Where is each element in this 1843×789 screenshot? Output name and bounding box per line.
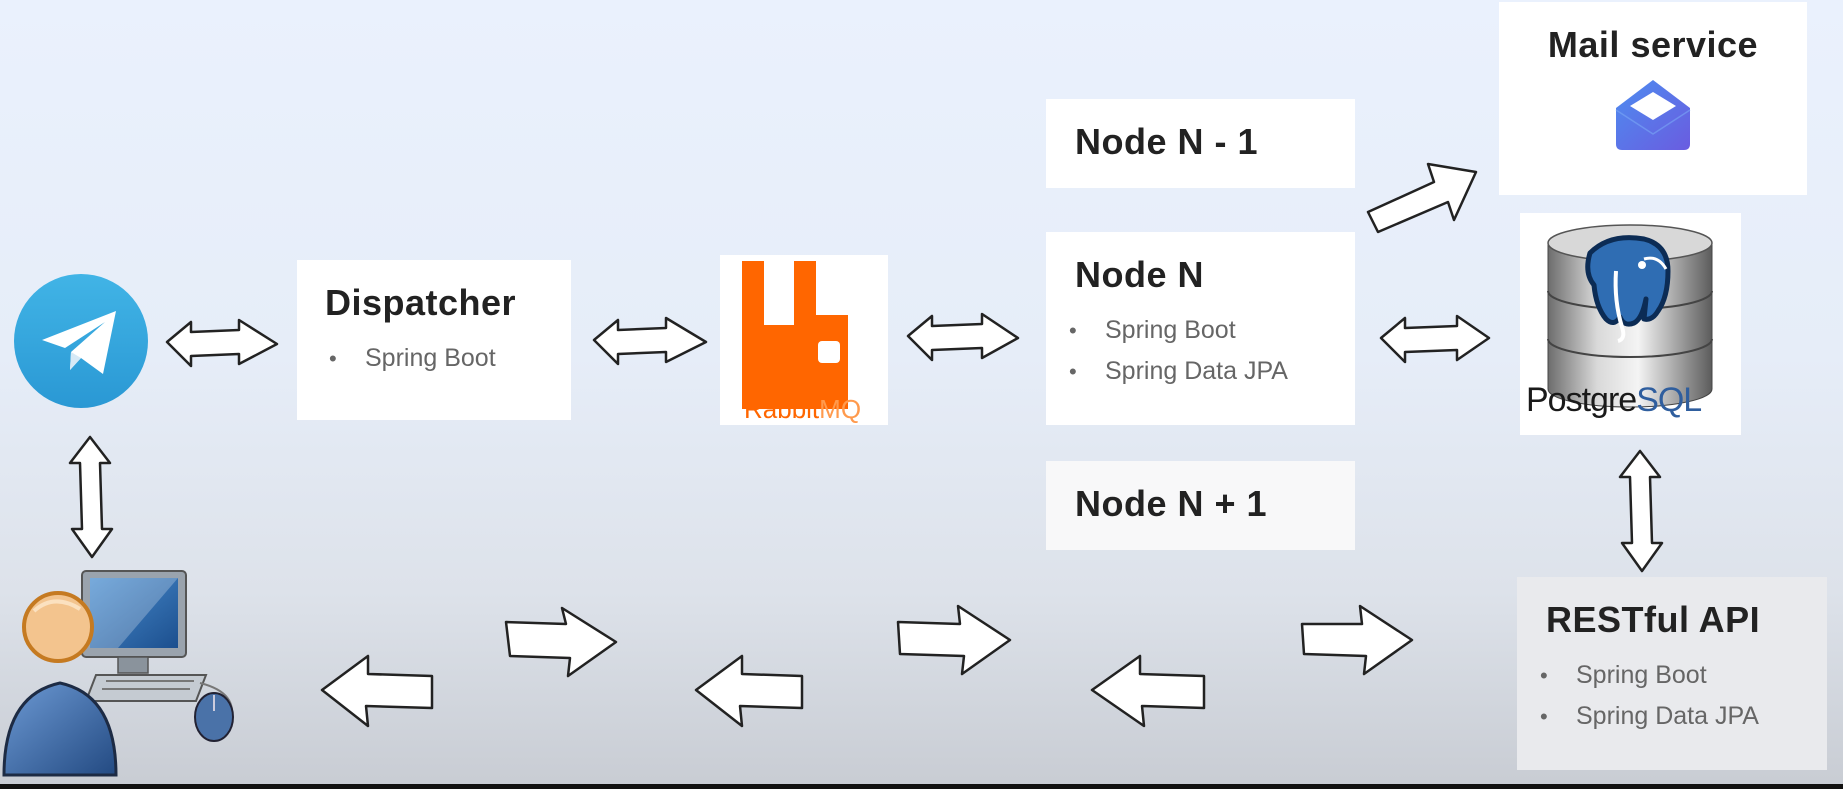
node-next-card: Node N + 1: [1046, 461, 1355, 550]
node-prev-title: Node N - 1: [1075, 121, 1259, 162]
telegram-icon: [14, 274, 148, 408]
rabbitmq-logo: RabbitMQ: [720, 255, 888, 425]
bottom-border: [0, 784, 1843, 789]
node-current-card: Node N Spring Boot Spring Data JPA: [1046, 232, 1355, 425]
double-arrow-icon: [592, 316, 708, 366]
mail-service-card: Mail service: [1499, 2, 1807, 195]
postgres-label-postgre: Postgre: [1526, 381, 1637, 419]
right-arrow-icon: [1300, 604, 1414, 676]
rabbitmq-label-rabbit: Rabbit: [744, 394, 820, 424]
postgres-label-sql: SQL: [1636, 381, 1702, 419]
node-prev-card: Node N - 1: [1046, 99, 1355, 188]
restful-api-title: RESTful API: [1546, 599, 1761, 640]
restful-api-card: RESTful API Spring Boot Spring Data JPA: [1517, 577, 1827, 770]
dispatcher-list: Spring Boot: [325, 338, 571, 379]
double-arrow-icon: [1379, 314, 1491, 364]
node-current-title: Node N: [1075, 254, 1204, 295]
arrow-to-mail-icon: [1366, 162, 1478, 234]
restful-api-item: Spring Boot: [1536, 655, 1827, 696]
right-arrow-icon: [896, 604, 1012, 676]
dispatcher-title: Dispatcher: [325, 282, 517, 323]
restful-api-item: Spring Data JPA: [1536, 696, 1827, 737]
node-current-item: Spring Data JPA: [1065, 351, 1355, 392]
double-arrow-icon: [165, 318, 279, 368]
rabbitmq-label-mq: MQ: [819, 394, 862, 424]
dispatcher-card: Dispatcher Spring Boot: [297, 260, 571, 420]
node-current-list: Spring Boot Spring Data JPA: [1069, 310, 1355, 392]
restful-api-list: Spring Boot Spring Data JPA: [1540, 655, 1827, 737]
node-next-title: Node N + 1: [1075, 483, 1268, 524]
mail-service-title: Mail service: [1547, 24, 1759, 65]
postgresql-database-icon: PostgreSQL: [1520, 213, 1741, 435]
node-current-item: Spring Boot: [1065, 310, 1355, 351]
vertical-double-arrow-icon: [68, 435, 114, 559]
mail-envelope-icon: [1614, 78, 1692, 152]
dispatcher-item: Spring Boot: [325, 338, 571, 379]
vertical-double-arrow-icon: [1618, 449, 1664, 573]
left-arrow-icon: [694, 654, 804, 728]
right-arrow-icon: [504, 606, 618, 678]
left-arrow-icon: [1090, 654, 1206, 728]
double-arrow-icon: [906, 312, 1020, 362]
user-at-computer-icon: [0, 565, 245, 780]
left-arrow-icon: [320, 654, 434, 728]
